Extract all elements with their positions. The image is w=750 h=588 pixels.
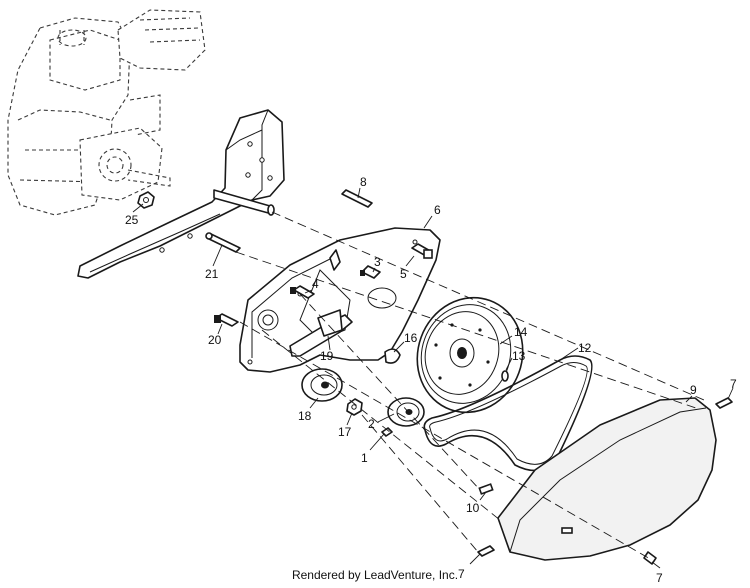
key-part-13 — [501, 370, 509, 382]
leader-lines — [132, 187, 734, 569]
belt-guard-part-9 — [478, 397, 717, 561]
bolt-part-3 — [360, 265, 381, 279]
callout-20: 20 — [208, 333, 222, 347]
idler-pulley-part-18 — [301, 368, 343, 402]
callout-19: 19 — [320, 349, 334, 363]
callout-5: 5 — [400, 267, 407, 281]
callout-9: 9 — [690, 383, 697, 397]
small-pulley-part-2 — [387, 397, 425, 427]
callout-7-right: 7 — [656, 571, 663, 585]
callout-6: 6 — [434, 203, 441, 217]
cover-plate-part-6 — [239, 227, 441, 373]
callout-3: 3 — [374, 255, 381, 269]
pulley-part-14 — [416, 296, 524, 414]
bolt-part-20 — [214, 313, 239, 327]
assembly-lines — [235, 211, 705, 561]
bolt-part-5 — [411, 243, 433, 259]
callout-13: 13 — [512, 349, 526, 363]
callout-7-top: 7 — [730, 377, 737, 391]
callout-2: 2 — [368, 417, 375, 431]
engine-phantom — [7, 9, 206, 216]
nut-part-17 — [346, 398, 363, 416]
callout-25: 25 — [125, 213, 139, 227]
screw-part-7-right — [643, 551, 657, 565]
callout-labels: 25 8 6 21 3 5 4 20 14 12 16 13 19 9 7 18… — [125, 175, 737, 585]
callout-17: 17 — [338, 425, 352, 439]
frame-bracket — [77, 109, 285, 279]
callout-7-left: 7 — [458, 567, 465, 581]
callout-10: 10 — [466, 501, 480, 515]
pin-part-21 — [205, 232, 241, 253]
callout-8: 8 — [360, 175, 367, 189]
clip-part-16 — [384, 348, 401, 364]
screw-part-7-left — [477, 545, 495, 557]
callout-1: 1 — [361, 451, 368, 465]
idler-arm-part-19 — [289, 309, 353, 357]
callout-12: 12 — [578, 341, 592, 355]
callout-18: 18 — [298, 409, 312, 423]
callout-4: 4 — [312, 277, 319, 291]
pin-part-8 — [341, 189, 373, 208]
screw-part-7-top — [715, 397, 733, 409]
callout-14: 14 — [514, 325, 528, 339]
callout-16: 16 — [404, 331, 418, 345]
callout-21: 21 — [205, 267, 219, 281]
nut-part-25 — [137, 191, 155, 209]
bolt-part-4 — [290, 285, 315, 299]
belt-part-12 — [423, 355, 593, 472]
footer-credit: Rendered by LeadVenture, Inc. — [291, 568, 459, 582]
